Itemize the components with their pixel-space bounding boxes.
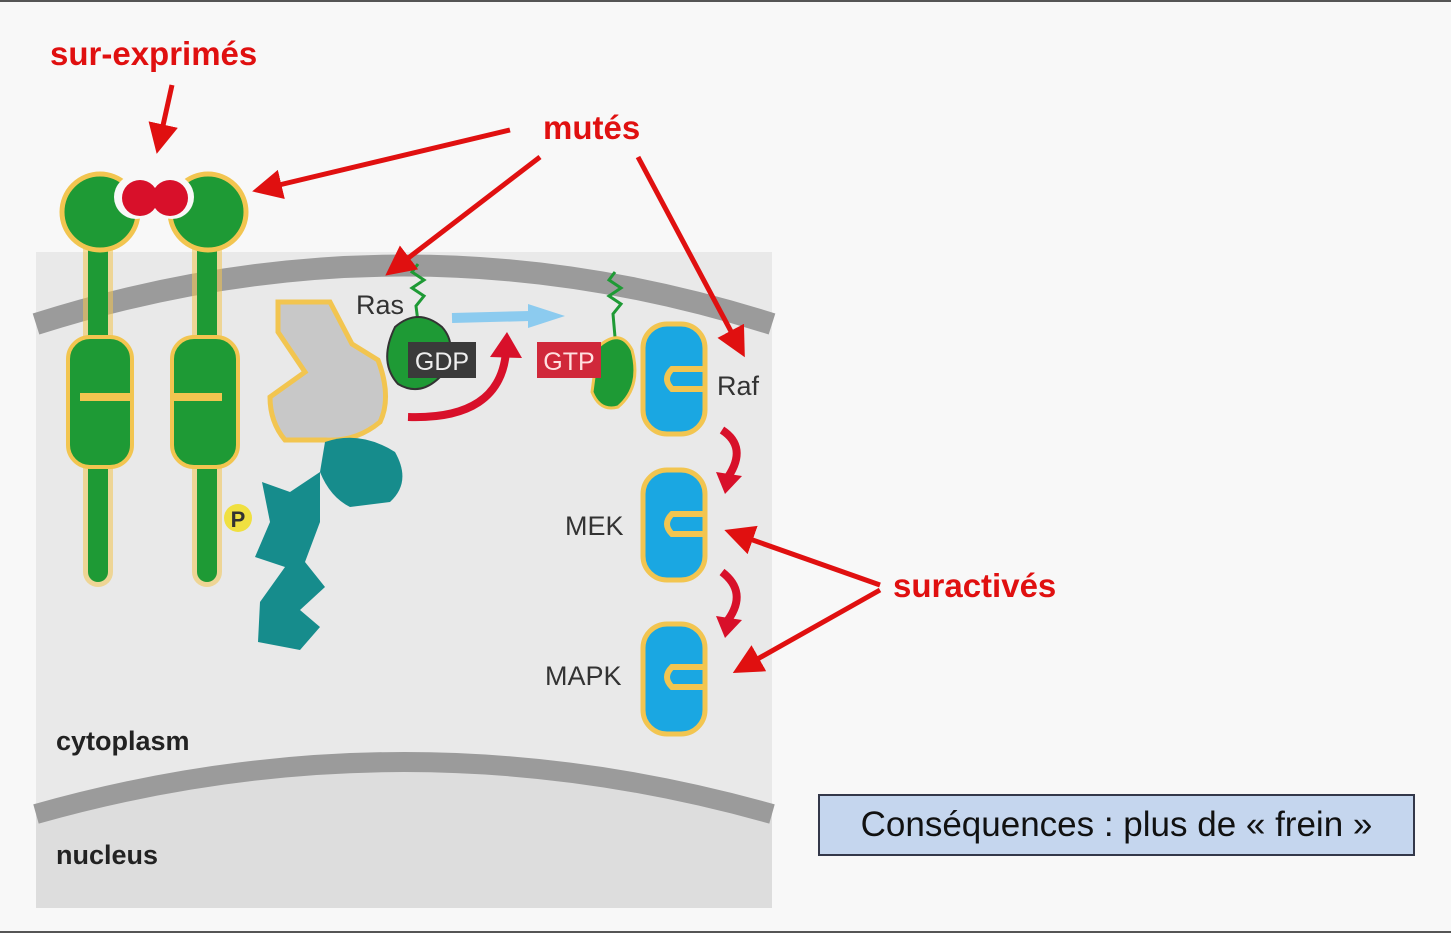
nucleus-region — [36, 762, 772, 908]
receptor-right — [150, 171, 249, 587]
adaptor-protein-body — [255, 472, 325, 650]
ras-gdp — [386, 263, 476, 391]
consequence-text: Conséquences : plus de « frein » — [860, 805, 1373, 844]
exchange-arrow — [407, 351, 510, 422]
gdp-label: GDP — [415, 348, 469, 376]
arrow-mutated-receptor — [252, 127, 511, 200]
gtp-label: GTP — [543, 348, 594, 376]
raf-label: Raf — [717, 371, 760, 401]
phosphate-label: P — [231, 507, 246, 532]
adaptor-protein — [320, 437, 403, 507]
nuclear-membrane — [33, 752, 775, 824]
activation-arrow-head — [528, 304, 565, 328]
overexpressed-label: sur-exprimés — [50, 35, 257, 72]
mek-label: MEK — [565, 511, 624, 541]
consequence-box: Conséquences : plus de « frein » — [818, 794, 1415, 856]
ligand-dimer — [122, 180, 188, 216]
sos-protein — [267, 299, 389, 443]
arrow-overexpressed — [148, 84, 178, 154]
mapk-kinase — [640, 621, 708, 737]
exchange-arrow-head — [490, 332, 522, 358]
mutated-label: mutés — [543, 109, 640, 146]
arrow-mutated-raf — [635, 155, 745, 358]
ras-label: Ras — [356, 290, 404, 320]
arrow-overactivated-mapk — [732, 587, 882, 673]
ras-gtp — [537, 271, 637, 410]
phosphate-badge — [224, 504, 252, 532]
cascade-arrow-2-head — [716, 616, 742, 638]
arrow-overactivated-mek — [724, 525, 881, 588]
mapk-label: MAPK — [545, 661, 622, 691]
arrow-mutated-ras — [385, 155, 542, 276]
overactivated-label: suractivés — [893, 567, 1056, 604]
raf-kinase — [640, 321, 708, 437]
nucleus-label: nucleus — [56, 840, 158, 870]
cascade-arrow-1 — [719, 426, 741, 480]
cascade-arrow-1-head — [716, 472, 742, 494]
receptor-left — [59, 171, 158, 587]
activation-arrow — [451, 311, 531, 323]
cytoplasm-label: cytoplasm — [56, 726, 190, 756]
mek-kinase — [640, 467, 708, 583]
cascade-arrow-2 — [719, 568, 741, 623]
